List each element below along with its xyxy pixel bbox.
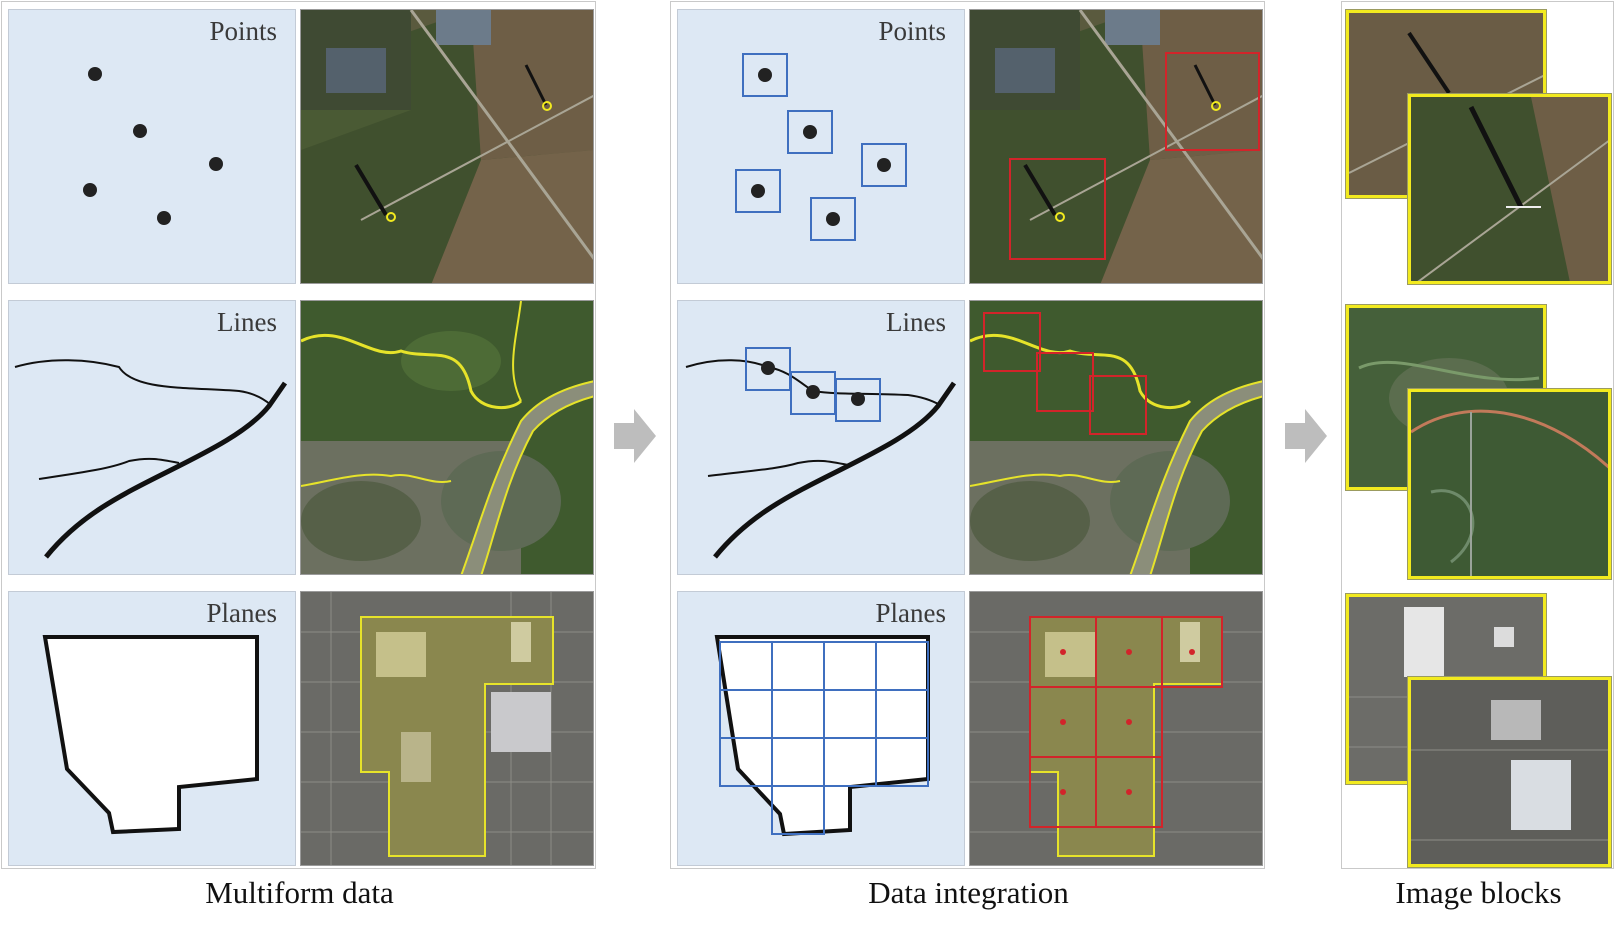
caption-integration: Data integration <box>868 875 1069 910</box>
image-block-lines-front <box>1408 389 1611 579</box>
row-label-lines: Lines <box>886 307 946 337</box>
points-boxes-drawing <box>735 53 907 241</box>
red-crop-box <box>1009 158 1106 260</box>
arrow-right-icon <box>614 409 656 463</box>
caption-multiform: Multiform data <box>205 875 394 910</box>
point-marker <box>83 183 97 197</box>
point-box <box>861 143 907 187</box>
planes-satellite-image <box>300 591 594 866</box>
point-marker <box>877 158 891 172</box>
thin-line <box>14 359 272 406</box>
red-crop-box <box>983 312 1041 372</box>
arrow-right-icon <box>1285 409 1327 463</box>
image-block-points-front <box>1408 94 1611 284</box>
thin-line <box>38 457 180 480</box>
lines-vector-panel: Lines <box>8 300 296 575</box>
planes-vector-panel: Planes <box>8 591 296 866</box>
points-satellite-image <box>300 9 594 284</box>
point-marker <box>751 184 765 198</box>
integration-section: Points <box>670 1 1265 910</box>
lines-satellite-image <box>300 300 594 575</box>
row-label-lines: Lines <box>217 307 277 337</box>
lines-integration-image <box>969 300 1263 575</box>
row-label-planes: Planes <box>875 598 947 628</box>
point-marker <box>826 212 840 226</box>
point-box <box>787 110 833 154</box>
line-box <box>745 347 791 391</box>
planes-integration-panel: Planes <box>677 591 965 866</box>
point-marker <box>209 157 223 171</box>
planes-grid-drawing <box>714 635 930 837</box>
row-label-points: Points <box>878 16 946 46</box>
image-block-planes-front <box>1408 677 1611 867</box>
caption-blocks: Image blocks <box>1395 875 1562 910</box>
point-marker <box>803 125 817 139</box>
point-marker <box>758 68 772 82</box>
red-crop-box <box>1036 352 1094 412</box>
point-box <box>742 53 788 97</box>
row-label-points: Points <box>209 16 277 46</box>
red-crop-box <box>1089 375 1147 435</box>
point-box <box>810 197 856 241</box>
point-marker <box>88 67 102 81</box>
point-marker <box>133 124 147 138</box>
points-drawing <box>83 67 223 225</box>
lines-drawing <box>14 359 288 559</box>
points-integration-panel: Points <box>677 9 965 284</box>
point-box <box>735 169 781 213</box>
lines-boxes-drawing <box>685 347 957 559</box>
planes-integration-image <box>969 591 1263 866</box>
lines-integration-panel: Lines <box>677 300 965 575</box>
red-crop-box <box>1165 52 1260 151</box>
planes-drawing <box>42 635 259 835</box>
points-vector-panel: Points <box>8 9 296 284</box>
row-label-planes: Planes <box>206 598 278 628</box>
plane-polygon <box>42 635 259 835</box>
line-box <box>835 378 881 422</box>
thick-line <box>44 381 288 559</box>
blocks-section: Image blocks <box>1341 1 1614 910</box>
multiform-section: Points Lines <box>1 1 596 910</box>
points-integration-image <box>969 9 1263 284</box>
point-marker <box>157 211 171 225</box>
